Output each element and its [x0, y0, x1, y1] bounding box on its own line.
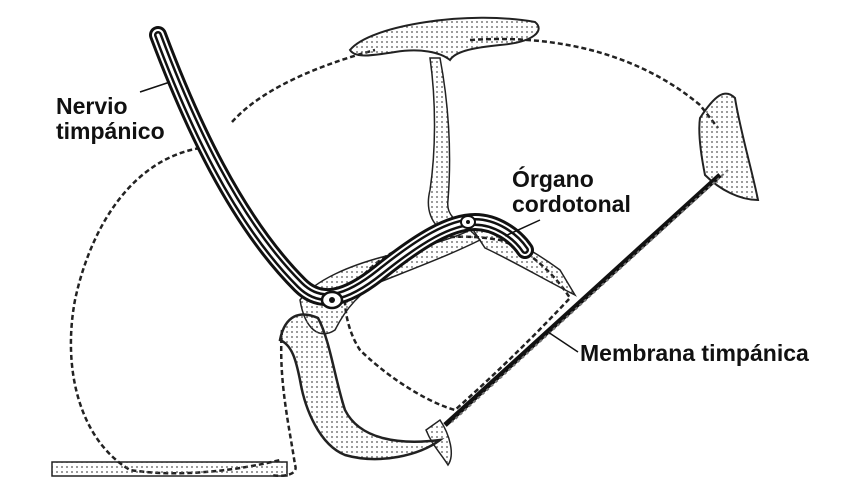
bottom-strip	[52, 462, 287, 476]
nervio-timpanico-label: Nervio timpánico	[56, 94, 165, 144]
organo-label-line1: Órgano	[512, 167, 631, 192]
nervio-label-line2: timpánico	[56, 119, 165, 144]
membrana-leader-line	[548, 332, 578, 352]
left-air-sac	[71, 148, 280, 473]
membrana-timpanica-label: Membrana timpánica	[580, 341, 809, 366]
upper-air-sac	[232, 39, 718, 128]
organo-cordotonal-label: Órgano cordotonal	[512, 167, 631, 217]
nervio-label-line1: Nervio	[56, 94, 165, 119]
junction-stipple	[300, 230, 480, 334]
tympanic-nerve	[158, 35, 525, 297]
top-stippled-body	[350, 18, 539, 60]
vertical-strand	[428, 58, 470, 232]
organo-label-line2: cordotonal	[512, 192, 631, 217]
nervio-leader-line	[140, 82, 170, 92]
lower-u-tube	[280, 314, 440, 459]
